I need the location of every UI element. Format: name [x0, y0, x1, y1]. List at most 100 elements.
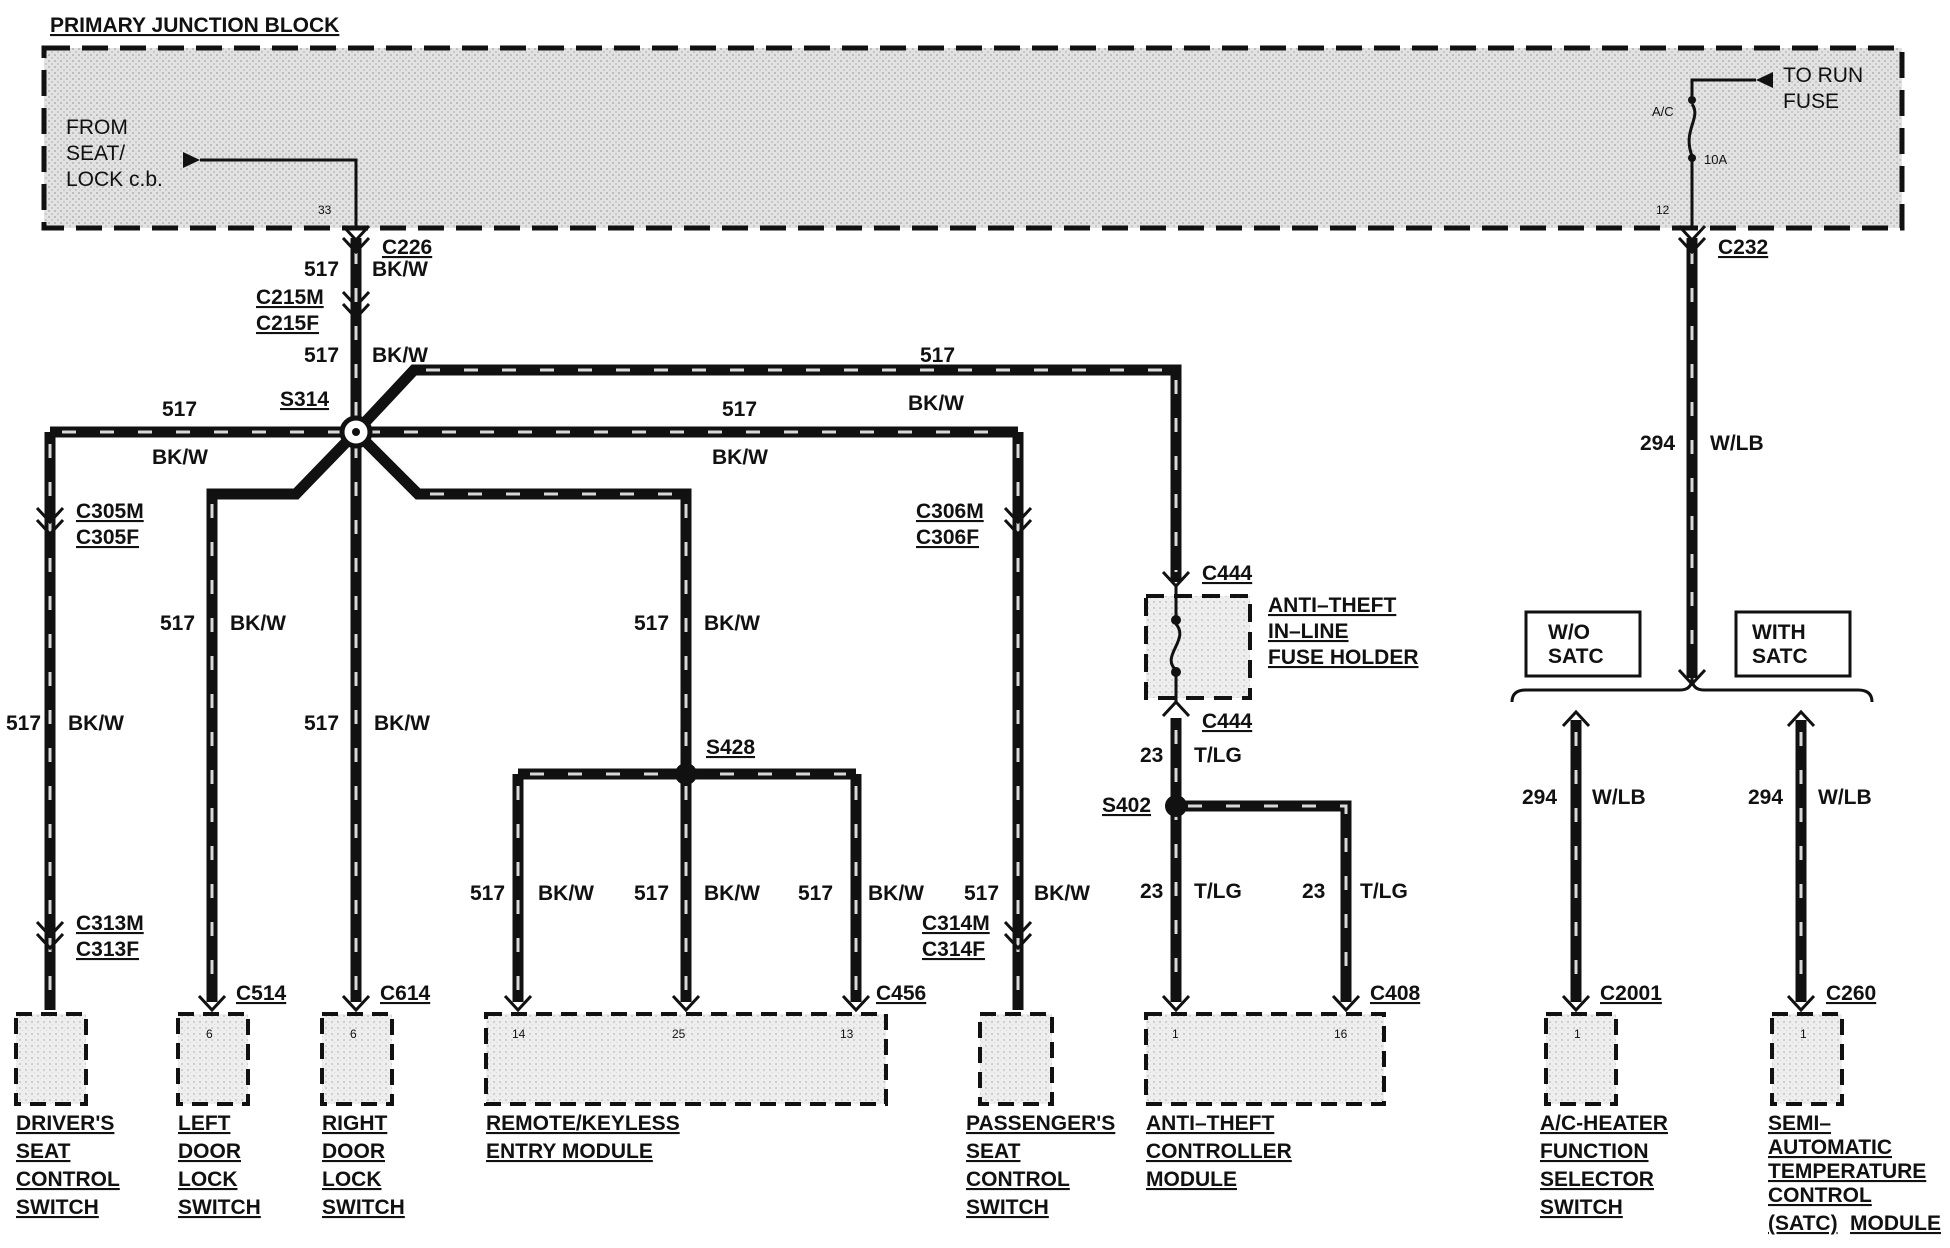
svg-text:LOCK: LOCK [178, 1168, 238, 1191]
svg-text:294: 294 [1748, 786, 1783, 809]
svg-text:6: 6 [206, 1027, 213, 1041]
svg-text:SATC: SATC [1548, 645, 1604, 668]
label-left-door: LEFT DOOR LOCK SWITCH [178, 1112, 261, 1219]
svg-text:SWITCH: SWITCH [322, 1196, 405, 1219]
svg-text:CONTROLLER: CONTROLLER [1146, 1140, 1292, 1163]
label-anti-theft-controller: ANTI–THEFT CONTROLLER MODULE [1146, 1112, 1292, 1191]
svg-text:1: 1 [1574, 1027, 1581, 1041]
svg-text:SEMI–: SEMI– [1768, 1112, 1831, 1135]
diagram-title: PRIMARY JUNCTION BLOCK [50, 14, 339, 37]
svg-text:1: 1 [1172, 1027, 1179, 1041]
module-passenger-seat-switch [978, 1012, 1054, 1106]
pin-33: 33 [318, 203, 332, 217]
svg-text:FUSE: FUSE [1783, 90, 1839, 113]
label-drivers-seat: DRIVER'S SEAT CONTROL SWITCH [16, 1112, 120, 1219]
svg-text:C260: C260 [1826, 982, 1876, 1005]
svg-text:BK/W: BK/W [372, 258, 428, 281]
option-wo-satc: W/O SATC [1524, 610, 1642, 678]
svg-text:C226: C226 [382, 236, 432, 259]
svg-text:BK/W: BK/W [908, 392, 964, 415]
svg-text:517: 517 [304, 258, 339, 281]
svg-text:SEAT/: SEAT/ [66, 142, 125, 165]
svg-text:C314F: C314F [922, 938, 985, 961]
svg-text:517: 517 [634, 882, 669, 905]
svg-text:BK/W: BK/W [704, 882, 760, 905]
svg-text:SWITCH: SWITCH [966, 1196, 1049, 1219]
svg-text:C444: C444 [1202, 710, 1253, 733]
svg-text:23: 23 [1140, 744, 1163, 767]
svg-text:TEMPERATURE: TEMPERATURE [1768, 1160, 1926, 1183]
svg-text:517: 517 [964, 882, 999, 905]
svg-text:1: 1 [1800, 1027, 1807, 1041]
svg-text:C514: C514 [236, 982, 287, 1005]
feed-line [200, 158, 358, 226]
svg-text:517: 517 [304, 712, 339, 735]
svg-text:SWITCH: SWITCH [16, 1196, 99, 1219]
svg-text:C314M: C314M [922, 912, 990, 935]
svg-text:13: 13 [840, 1027, 854, 1041]
feed-arrow-icon [183, 152, 200, 168]
splice-s428-label: S428 [706, 736, 755, 759]
svg-text:23: 23 [1140, 880, 1163, 903]
svg-text:517: 517 [798, 882, 833, 905]
svg-text:SWITCH: SWITCH [178, 1196, 261, 1219]
svg-text:A/C-HEATER: A/C-HEATER [1540, 1112, 1668, 1135]
run-fuse-line [1690, 78, 1756, 98]
module-satc: 1 [1770, 1012, 1844, 1106]
svg-text:C232: C232 [1718, 236, 1768, 259]
fuse-ac-10a-icon [1687, 96, 1697, 226]
svg-text:BK/W: BK/W [230, 612, 286, 635]
svg-text:W/LB: W/LB [1592, 786, 1646, 809]
svg-text:517: 517 [920, 344, 955, 367]
svg-text:AUTOMATIC: AUTOMATIC [1768, 1136, 1892, 1159]
svg-text:BK/W: BK/W [152, 446, 208, 469]
svg-text:23: 23 [1302, 880, 1325, 903]
svg-text:BK/W: BK/W [372, 344, 428, 367]
svg-text:DOOR: DOOR [178, 1140, 241, 1163]
svg-text:CONTROL: CONTROL [966, 1168, 1070, 1191]
svg-text:C2001: C2001 [1600, 982, 1662, 1005]
module-right-door-lock-switch: 6 [320, 1012, 394, 1106]
svg-text:294: 294 [1640, 432, 1675, 455]
svg-text:FUNCTION: FUNCTION [1540, 1140, 1649, 1163]
svg-text:ENTRY MODULE: ENTRY MODULE [486, 1140, 653, 1163]
svg-text:517: 517 [162, 398, 197, 421]
connector-labels: C226 C215M C215F C232 C305M C305F C313M … [76, 236, 1876, 1005]
module-remote-keyless-entry: 14 25 13 [484, 1012, 888, 1106]
option-brace [1510, 677, 1874, 703]
svg-text:SEAT: SEAT [16, 1140, 71, 1163]
svg-text:SEAT: SEAT [966, 1140, 1021, 1163]
svg-text:CONTROL: CONTROL [16, 1168, 120, 1191]
splice-s314-label: S314 [280, 388, 329, 411]
label-ac-heater: A/C-HEATER FUNCTION SELECTOR SWITCH [1540, 1112, 1668, 1219]
svg-text:WITH: WITH [1752, 621, 1806, 644]
svg-text:C305M: C305M [76, 500, 144, 523]
anti-theft-fuse-holder [1144, 586, 1252, 702]
svg-text:C306M: C306M [916, 500, 984, 523]
svg-text:DOOR: DOOR [322, 1140, 385, 1163]
fuse-holder-label: ANTI–THEFT IN–LINE FUSE HOLDER [1268, 594, 1419, 669]
svg-text:C305F: C305F [76, 526, 139, 549]
svg-text:517: 517 [304, 344, 339, 367]
svg-text:FROM: FROM [66, 116, 128, 139]
option-with-satc: WITH SATC [1734, 610, 1852, 678]
svg-text:BK/W: BK/W [68, 712, 124, 735]
svg-text:517: 517 [160, 612, 195, 635]
to-run-fuse-label: TO RUN FUSE [1783, 64, 1863, 113]
svg-text:6: 6 [350, 1027, 357, 1041]
svg-text:FUSE HOLDER: FUSE HOLDER [1268, 646, 1419, 669]
svg-text:PASSENGER'S: PASSENGER'S [966, 1112, 1115, 1135]
splice-s314-icon [339, 415, 373, 449]
svg-text:W/LB: W/LB [1710, 432, 1764, 455]
circuit-23-wires [1170, 718, 1352, 1002]
svg-text:W/LB: W/LB [1818, 786, 1872, 809]
run-fuse-arrow-icon [1756, 72, 1773, 88]
svg-text:MODULE: MODULE [1850, 1212, 1941, 1235]
svg-text:BK/W: BK/W [538, 882, 594, 905]
svg-text:BK/W: BK/W [868, 882, 924, 905]
svg-text:T/LG: T/LG [1194, 880, 1242, 903]
splice-s402-label: S402 [1102, 794, 1151, 817]
svg-text:ANTI–THEFT: ANTI–THEFT [1268, 594, 1397, 617]
svg-text:C313F: C313F [76, 938, 139, 961]
module-left-door-lock-switch: 6 [176, 1012, 250, 1106]
